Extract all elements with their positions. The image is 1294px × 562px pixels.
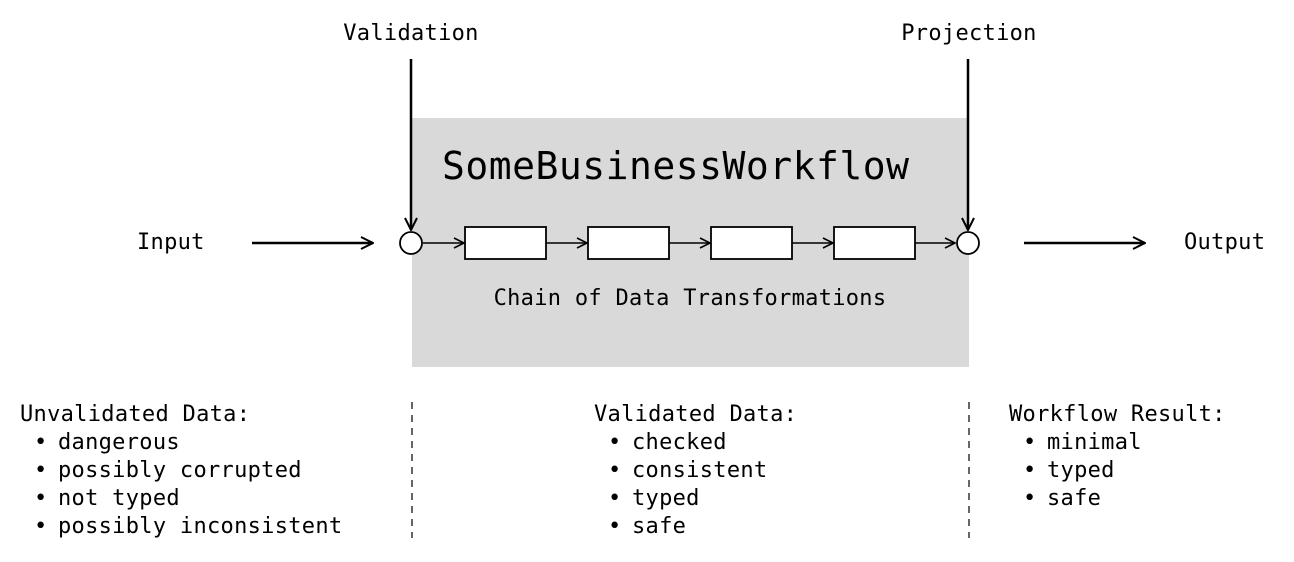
output-label: Output (1184, 230, 1266, 255)
column-title: Validated Data: (594, 402, 798, 427)
transformation-box (710, 226, 793, 260)
list-item: typed (1023, 457, 1226, 485)
list-item: dangerous (34, 429, 342, 457)
list-item: minimal (1023, 429, 1226, 457)
transformation-box (464, 226, 547, 260)
input-label: Input (137, 230, 205, 255)
transformation-box (587, 226, 670, 260)
projection-label: Projection (901, 21, 1037, 46)
transformation-box (833, 226, 916, 260)
list-item: checked (608, 429, 797, 457)
list-item: consistent (608, 457, 797, 485)
workflow-title: SomeBusinessWorkflow (442, 144, 910, 188)
list-item: possibly corrupted (34, 457, 342, 485)
list-item: typed (608, 485, 797, 513)
entry-node (399, 231, 423, 255)
column-title: Unvalidated Data: (20, 402, 251, 427)
chain-label: Chain of Data Transformations (493, 286, 887, 311)
validation-label: Validation (343, 21, 479, 46)
unvalidated-data-column: Unvalidated Data: dangerous possibly cor… (20, 401, 342, 541)
list-item: not typed (34, 485, 342, 513)
validated-data-column: Validated Data: checked consistent typed… (594, 401, 797, 541)
list-item: safe (1023, 485, 1226, 513)
list-item: safe (608, 513, 797, 541)
workflow-result-column: Workflow Result: minimal typed safe (1009, 401, 1226, 513)
column-title: Workflow Result: (1009, 402, 1226, 427)
exit-node (956, 231, 980, 255)
list-item: possibly inconsistent (34, 513, 342, 541)
